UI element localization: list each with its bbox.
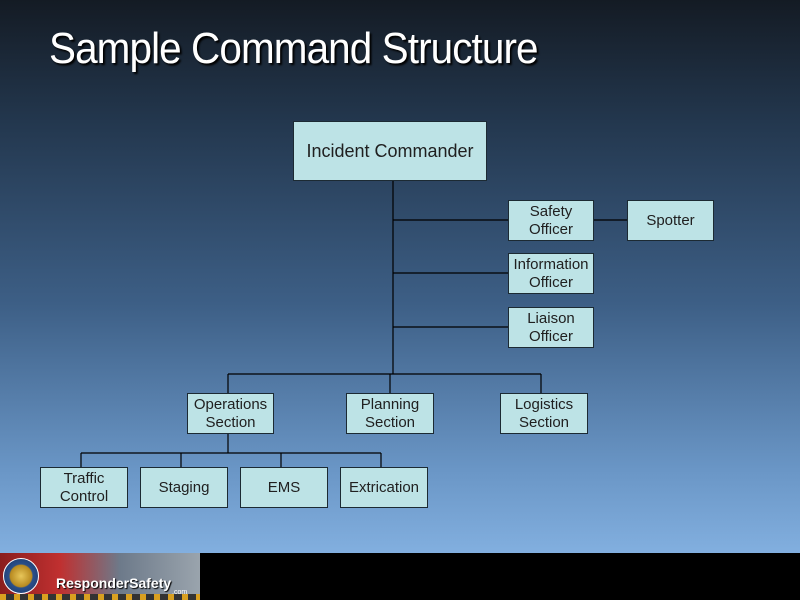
node-spotter: Spotter — [627, 200, 714, 241]
node-safety-officer: Safety Officer — [508, 200, 594, 241]
slide-background: Sample Command Structure Incident Comman… — [0, 0, 800, 553]
logo-stripe — [0, 594, 200, 600]
node-staging: Staging — [140, 467, 228, 508]
node-operations-section: Operations Section — [187, 393, 274, 434]
node-ems: EMS — [240, 467, 328, 508]
node-logistics-section: Logistics Section — [500, 393, 588, 434]
node-information-officer: Information Officer — [508, 253, 594, 294]
node-traffic-control: Traffic Control — [40, 467, 128, 508]
node-planning-section: Planning Section — [346, 393, 434, 434]
node-liaison-officer: Liaison Officer — [508, 307, 594, 348]
logo-text: ResponderSafety — [56, 575, 172, 591]
footer-bar: ResponderSafety .com — [0, 553, 800, 600]
connector-lines — [80, 180, 628, 468]
node-extrication: Extrication — [340, 467, 428, 508]
slide-title: Sample Command Structure — [49, 24, 539, 73]
node-incident-commander: Incident Commander — [293, 121, 487, 181]
logo-suffix: .com — [172, 589, 188, 596]
responder-safety-logo: ResponderSafety .com — [0, 553, 200, 600]
seal-icon — [3, 558, 39, 594]
